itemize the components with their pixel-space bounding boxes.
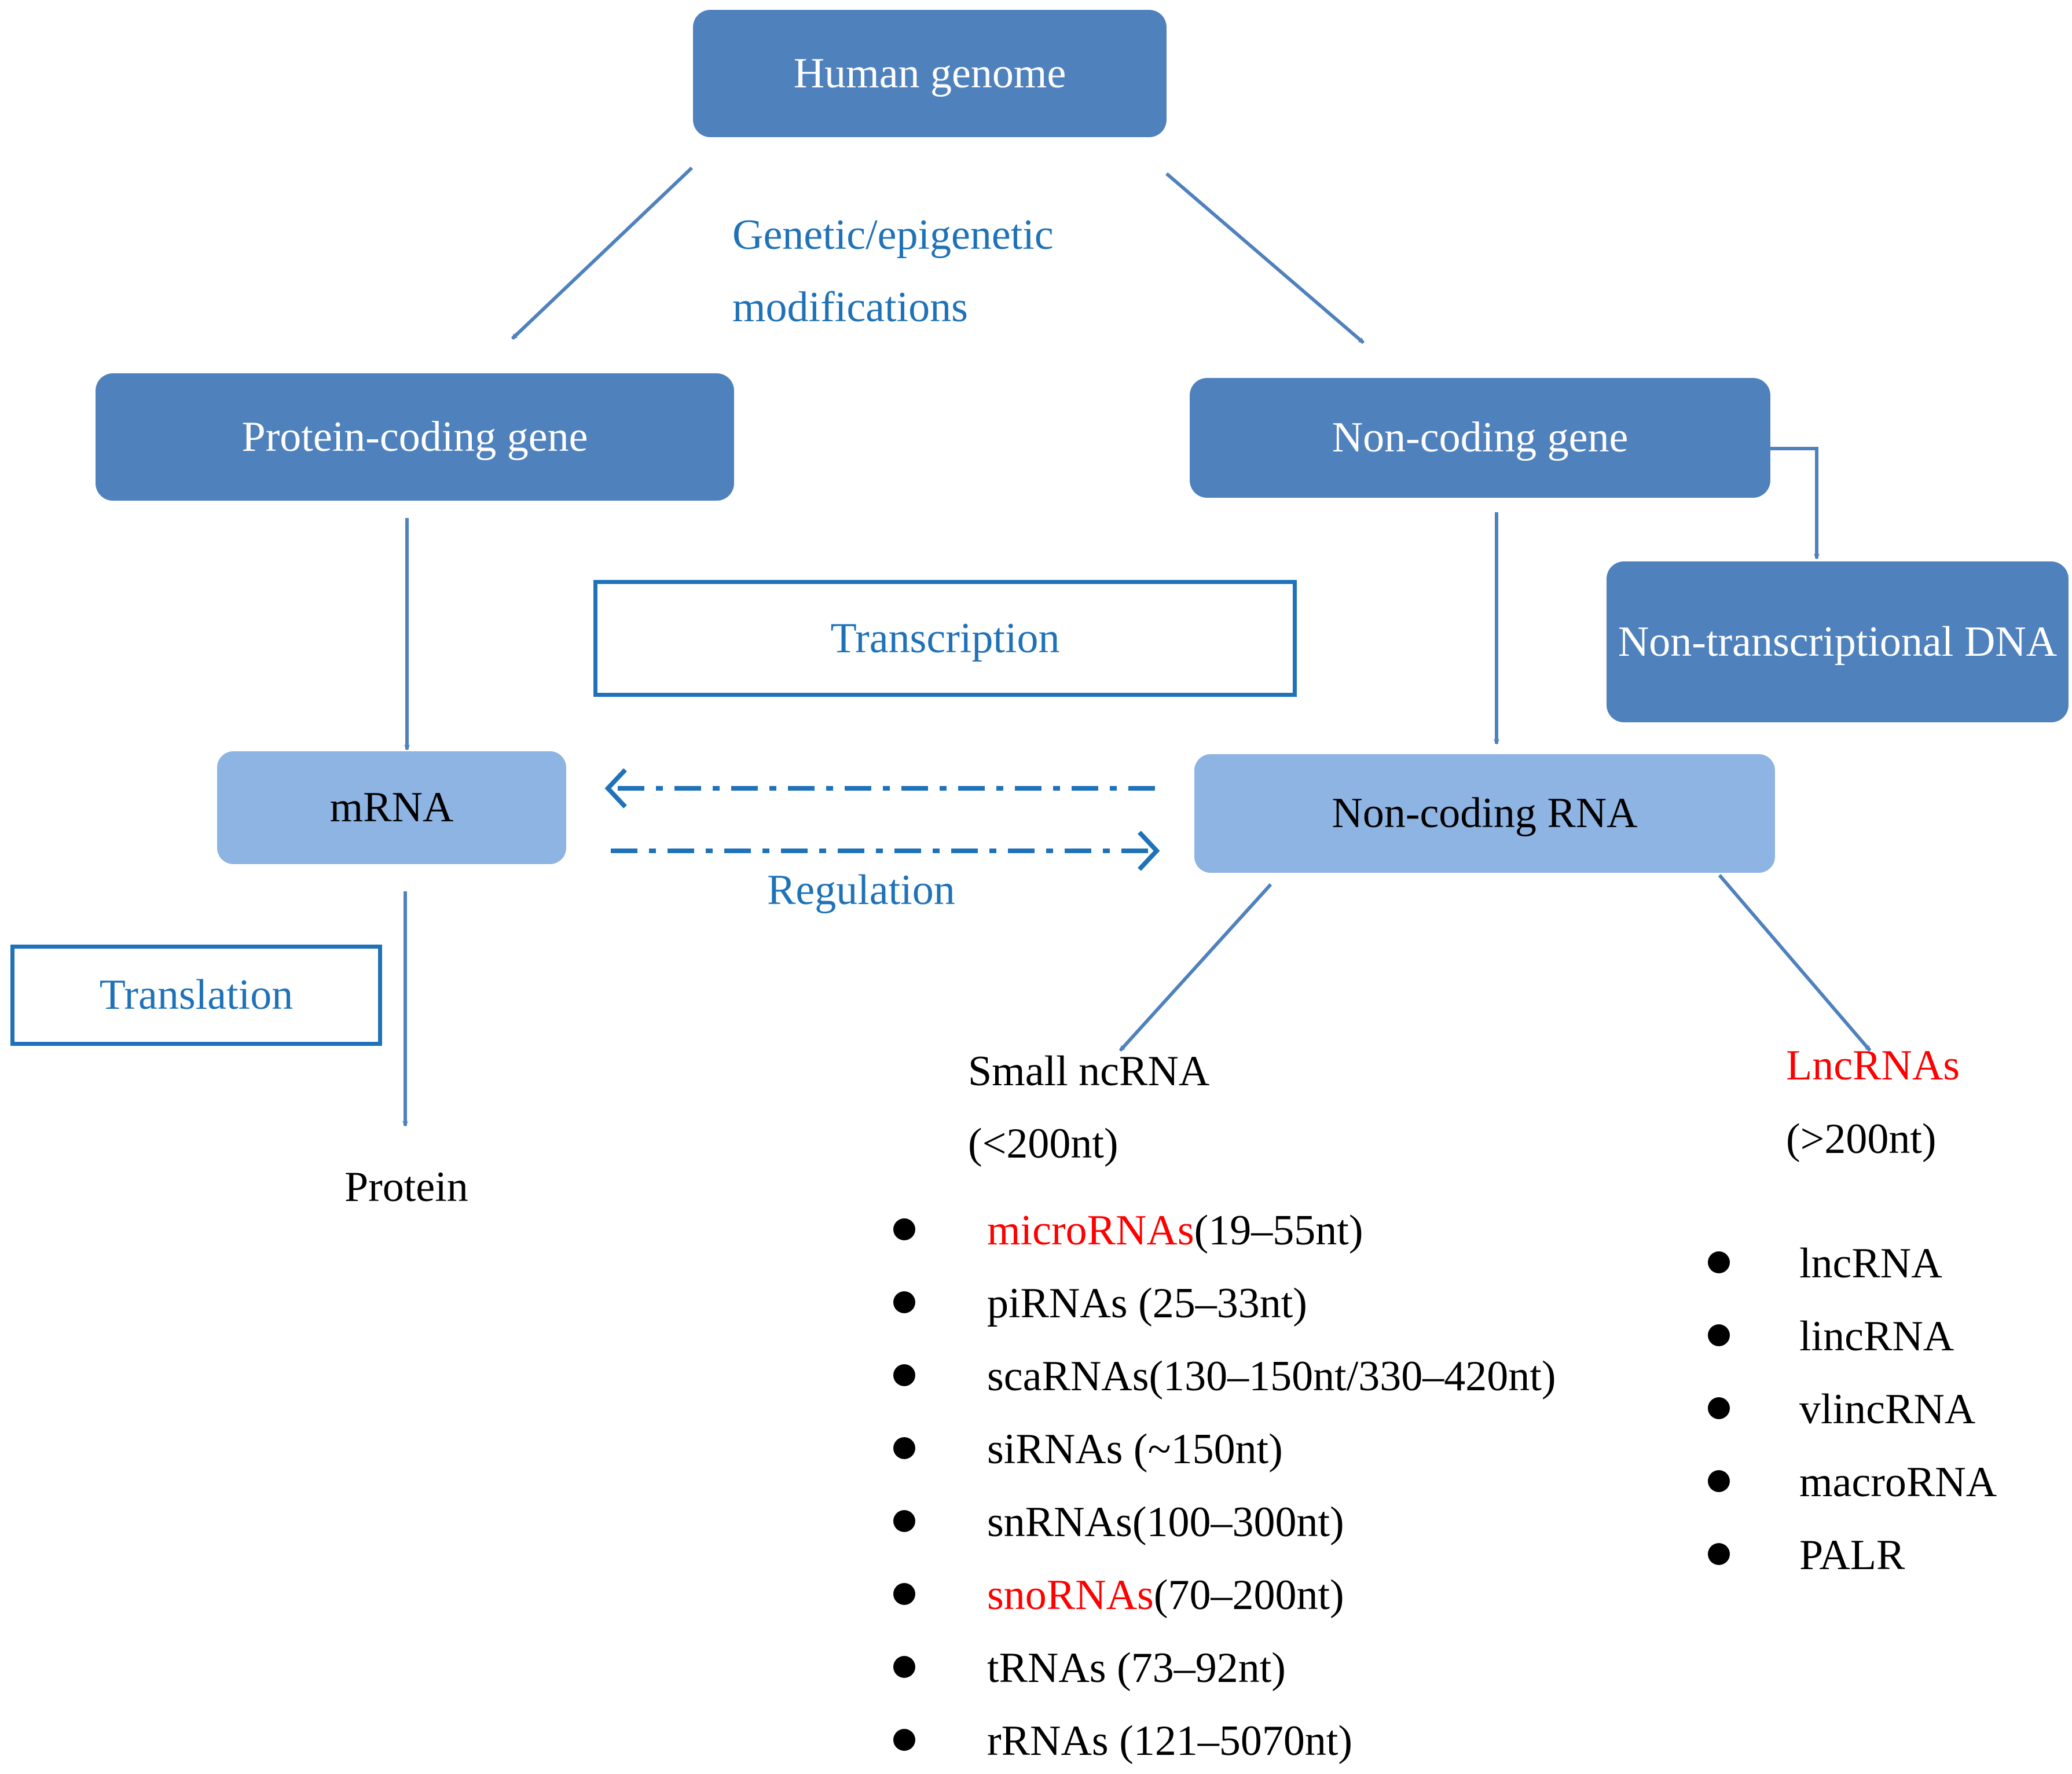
- protein-coding-gene-label: Protein-coding gene: [241, 413, 588, 461]
- arrow-ncrna-to-lncrnas: [1718, 874, 1872, 1052]
- small-ncrna-detail: (73–92nt): [1106, 1644, 1286, 1692]
- non-coding-rna-node: Non-coding RNA: [1194, 754, 1775, 873]
- small-ncrna-name: tRNAs: [987, 1644, 1106, 1692]
- small-ncrna-detail: (25–33nt): [1127, 1280, 1307, 1327]
- bullet-icon: [1708, 1397, 1730, 1419]
- lncrnas-item: lincRNA: [1799, 1313, 1954, 1360]
- lncrnas-range: (>200nt): [1786, 1115, 1937, 1163]
- arrow-noncoding-gene-to-nontranscriptional: [1770, 447, 1817, 559]
- small-ncrna-detail: (19–55nt): [1194, 1207, 1363, 1254]
- transcription-label: Transcription: [830, 614, 1060, 662]
- small-ncrna-detail: (~150nt): [1123, 1426, 1283, 1473]
- regulation-arrowhead-left: [604, 768, 627, 809]
- bullet-icon: [893, 1510, 915, 1532]
- small-ncrna-title: Small ncRNA: [968, 1048, 1210, 1095]
- bullet-icon: [893, 1656, 915, 1678]
- bullet-icon: [893, 1218, 915, 1240]
- human-genome-node: Human genome: [693, 10, 1167, 137]
- non-transcriptional-dna-node: Non-transcriptional DNA: [1607, 561, 2069, 722]
- small-ncrna-name: snRNAs: [987, 1498, 1132, 1546]
- arrow-genome-to-protein-gene: [511, 166, 694, 340]
- small-ncrna-name: siRNAs: [987, 1426, 1123, 1473]
- translation-label: Translation: [99, 971, 294, 1019]
- small-ncrna-detail: (100–300nt): [1132, 1498, 1344, 1546]
- small-ncrna-name: rRNAs: [987, 1717, 1109, 1765]
- non-transcriptional-dna-label: Non-transcriptional DNA: [1618, 618, 2058, 666]
- genetic-epigenetic-label: Genetic/epigenetic: [732, 211, 1054, 259]
- arrow-ncrna-to-small-ncrna: [1118, 883, 1272, 1052]
- small-ncrna-detail: (130–150nt/330–420nt): [1149, 1353, 1556, 1400]
- bullet-icon: [1708, 1251, 1730, 1273]
- arrow-genome-to-noncoding-gene: [1165, 172, 1365, 344]
- non-coding-gene-label: Non-coding gene: [1332, 414, 1629, 462]
- bullet-icon: [893, 1291, 915, 1313]
- non-coding-rna-label: Non-coding RNA: [1332, 789, 1638, 838]
- small-ncrna-name: microRNAs: [987, 1207, 1194, 1254]
- mrna-node: mRNA: [217, 751, 566, 864]
- bullet-icon: [893, 1437, 915, 1459]
- non-coding-gene-node: Non-coding gene: [1190, 378, 1770, 498]
- regulation-arrowhead-right: [1138, 831, 1160, 871]
- bullet-icon: [1708, 1543, 1730, 1565]
- lncrnas-item: PALR: [1799, 1531, 1905, 1579]
- lncrnas-item: lncRNA: [1799, 1240, 1942, 1287]
- small-ncrna-name: snoRNAs: [987, 1571, 1154, 1619]
- bullet-icon: [1708, 1470, 1730, 1492]
- small-ncrna-name: piRNAs: [987, 1280, 1128, 1327]
- bullet-icon: [893, 1583, 915, 1605]
- human-genome-label: Human genome: [793, 49, 1066, 97]
- mrna-label: mRNA: [329, 784, 454, 832]
- small-ncrna-detail: (70–200nt): [1153, 1571, 1344, 1619]
- transcription-label-box: Transcription: [593, 580, 1297, 697]
- protein-label: Protein: [344, 1163, 468, 1211]
- bullet-icon: [893, 1729, 915, 1751]
- lncrnas-item: macroRNA: [1799, 1459, 1997, 1506]
- bullet-icon: [1708, 1324, 1730, 1346]
- small-ncrna-range: (<200nt): [968, 1120, 1118, 1167]
- small-ncrna-name: scaRNAs: [987, 1353, 1149, 1400]
- protein-coding-gene-node: Protein-coding gene: [96, 373, 734, 501]
- small-ncrna-detail: (121–5070nt): [1108, 1717, 1353, 1765]
- translation-label-box: Translation: [10, 945, 382, 1046]
- lncrnas-item: vlincRNA: [1799, 1386, 1976, 1433]
- modifications-label: modifications: [732, 284, 968, 331]
- bullet-icon: [893, 1364, 915, 1386]
- lncrnas-title: LncRNAs: [1786, 1042, 1960, 1089]
- regulation-label: Regulation: [767, 866, 955, 914]
